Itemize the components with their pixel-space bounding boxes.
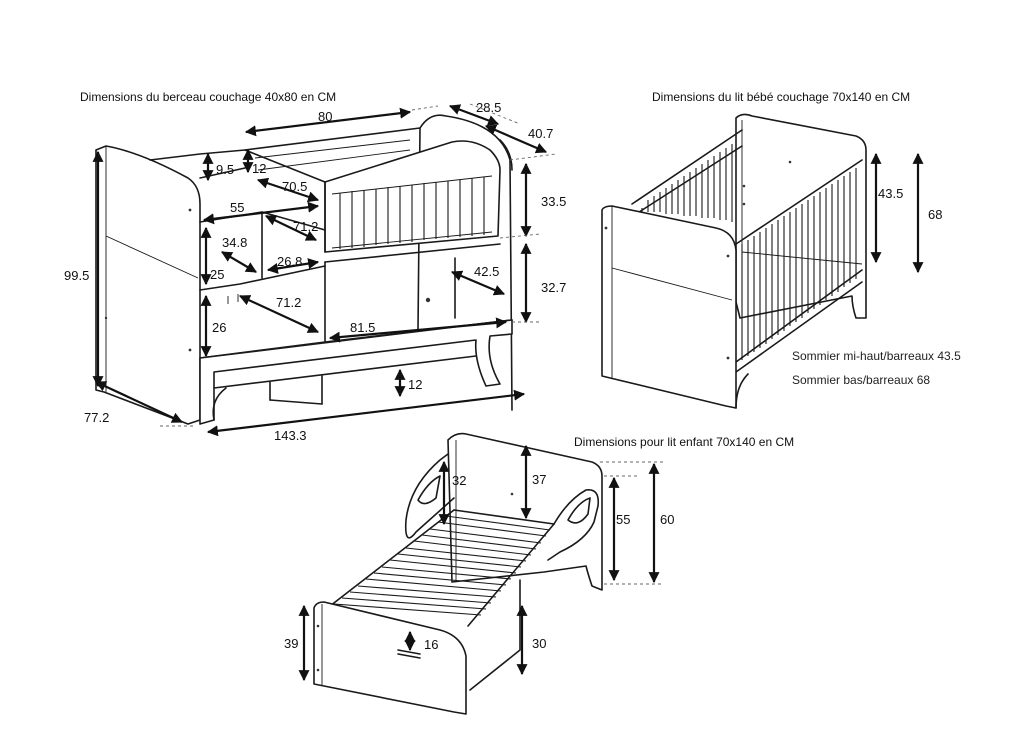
dim-77-2: 77.2 bbox=[84, 410, 109, 425]
title-lit-enfant: Dimensions pour lit enfant 70x140 en CM bbox=[574, 435, 794, 449]
lit-bebe-back-slats bbox=[641, 144, 733, 222]
dim-34-8: 34.8 bbox=[222, 235, 247, 250]
dim-43-5: 43.5 bbox=[878, 186, 903, 201]
note-sommier-mi-haut: Sommier mi-haut/barreaux 43.5 bbox=[792, 349, 961, 363]
dim-71-2-bottom: 71.2 bbox=[276, 295, 301, 310]
dim-60: 60 bbox=[660, 512, 674, 527]
dim-81-5: 81.5 bbox=[350, 320, 375, 335]
dim-39: 39 bbox=[284, 636, 298, 651]
dim-26-8: 26.8 bbox=[277, 254, 302, 269]
dim-68: 68 bbox=[928, 207, 942, 222]
dim-143-3: 143.3 bbox=[274, 428, 307, 443]
dim-71-2-top: 71.2 bbox=[293, 219, 318, 234]
dim-12-top: 12 bbox=[252, 161, 266, 176]
dim-12-base: 12 bbox=[408, 377, 422, 392]
berceau-left-panel bbox=[95, 145, 201, 425]
berceau-dimensions: 80 28.5 40.7 9.5 12 70.5 55 71.2 33.5 34… bbox=[64, 100, 566, 443]
dim-16: 16 bbox=[424, 637, 438, 652]
dim-25: 25 bbox=[210, 267, 224, 282]
dim-55-enfant: 55 bbox=[616, 512, 630, 527]
dim-80: 80 bbox=[318, 109, 332, 124]
dim-55: 55 bbox=[230, 200, 244, 215]
dim-28-5: 28.5 bbox=[476, 100, 501, 115]
lit-bebe-front-panel bbox=[601, 205, 737, 409]
dim-30: 30 bbox=[532, 636, 546, 651]
dim-42-5: 42.5 bbox=[474, 264, 499, 279]
note-sommier-bas: Sommier bas/barreaux 68 bbox=[792, 373, 930, 387]
dim-99-5: 99.5 bbox=[64, 268, 89, 283]
lit-bebe-dimensions: 43.5 68 Sommier mi-haut/barreaux 43.5 So… bbox=[792, 152, 961, 387]
lit-bebe-front-slats bbox=[741, 168, 857, 360]
dim-33-5: 33.5 bbox=[541, 194, 566, 209]
dim-40-7: 40.7 bbox=[528, 126, 553, 141]
title-berceau: Dimensions du berceau couchage 40x80 en … bbox=[80, 90, 336, 104]
title-lit-bebe: Dimensions du lit bébé couchage 70x140 e… bbox=[652, 90, 910, 104]
dim-37: 37 bbox=[532, 472, 546, 487]
dim-26: 26 bbox=[212, 320, 226, 335]
berceau-figure bbox=[95, 114, 513, 425]
dim-32: 32 bbox=[452, 473, 466, 488]
lit-bebe-back-panel bbox=[735, 113, 867, 319]
dim-70-5: 70.5 bbox=[282, 179, 307, 194]
dim-32-7: 32.7 bbox=[541, 280, 566, 295]
lit-enfant-front-panel bbox=[313, 601, 467, 715]
lit-enfant-mattress-slats bbox=[333, 515, 551, 616]
lit-bebe-figure bbox=[601, 113, 867, 409]
dim-9-5: 9.5 bbox=[216, 162, 234, 177]
berceau-cradle-slats bbox=[339, 177, 485, 249]
lit-enfant-dimensions: 32 37 55 60 39 16 30 bbox=[284, 444, 674, 682]
